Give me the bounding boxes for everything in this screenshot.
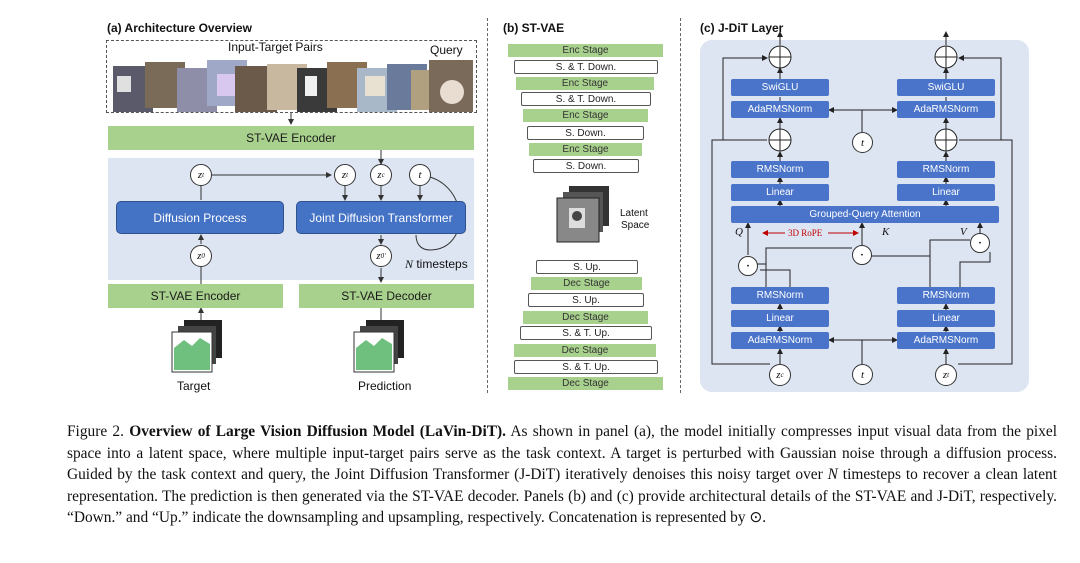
caption-title: Overview of Large Vision Diffusion Model…: [129, 423, 506, 440]
figure-caption: Figure 2. Overview of Large Vision Diffu…: [67, 421, 1057, 529]
vae-row: Enc Stage: [508, 44, 663, 57]
st-vae-encoder-top: ST-VAE Encoder: [108, 126, 474, 150]
prediction-image-stack: [353, 320, 404, 373]
target-label: Target: [177, 379, 211, 393]
vae-row: Dec Stage: [531, 277, 642, 290]
latent-label-1: Latent: [620, 208, 648, 219]
caption-prefix: Figure 2.: [67, 423, 130, 440]
panel-c-title: (c) J-DiT Layer: [700, 21, 784, 35]
linear-left: Linear: [731, 184, 829, 201]
vae-row: S. & T. Down.: [514, 60, 658, 74]
vae-row: Enc Stage: [516, 77, 654, 90]
diffusion-process-box: Diffusion Process: [116, 201, 284, 234]
rmsnorm-left: RMSNorm: [731, 161, 829, 178]
vae-row: S. Up.: [536, 260, 638, 274]
t-bottom-circle: t: [852, 364, 873, 385]
latent-space-cube: [556, 186, 609, 243]
image-frames: [113, 60, 473, 112]
caption-part2: timesteps to recover a clean latent repr…: [67, 466, 1058, 526]
latent-label-2: Space: [621, 220, 650, 231]
joint-diffusion-transformer-box: Joint Diffusion Transformer: [296, 201, 466, 234]
vae-row: Enc Stage: [523, 109, 648, 122]
query-label: Query: [430, 43, 463, 57]
vae-row: Dec Stage: [514, 344, 656, 357]
k-label: K: [882, 226, 890, 238]
linear-right: Linear: [897, 184, 995, 201]
adarmsnorm-low-right: AdaRMSNorm: [897, 332, 995, 349]
q-label: Q: [735, 226, 743, 238]
swiglu-right: SwiGLU: [897, 79, 995, 96]
t-circle: t: [409, 164, 431, 186]
t-mid-circle: t: [852, 132, 873, 153]
rmsnorm-low-right: RMSNorm: [897, 287, 995, 304]
separator-ab: [487, 18, 488, 393]
adarmsnorm-top-left: AdaRMSNorm: [731, 101, 829, 118]
input-pairs-label: Input-Target Pairs: [228, 40, 323, 54]
concat-node-v: ·: [970, 233, 990, 253]
adarmsnorm-low-left: AdaRMSNorm: [731, 332, 829, 349]
vae-row: Dec Stage: [508, 377, 663, 390]
panel-b-title: (b) ST-VAE: [503, 21, 565, 35]
vae-row: Enc Stage: [529, 143, 642, 156]
vae-row: Dec Stage: [523, 311, 648, 324]
panel-a-connectors: [198, 113, 461, 328]
vae-row: S. & T. Down.: [521, 92, 651, 106]
vae-row: S. Down.: [527, 126, 644, 140]
st-vae-decoder-bottom: ST-VAE Decoder: [299, 284, 474, 308]
panel-c-connectors: [711, 31, 1013, 365]
caption-part1: As shown in panel (a), the model initial…: [67, 423, 1058, 483]
input-pairs-region: [106, 40, 477, 113]
rope-label: 3D RoPE: [788, 228, 823, 238]
caption-n: N: [827, 466, 838, 483]
prediction-label: Prediction: [358, 379, 412, 393]
vae-row: S. & T. Up.: [520, 326, 652, 340]
concat-node-k: ·: [852, 245, 872, 265]
rmsnorm-low-left: RMSNorm: [731, 287, 829, 304]
panel-a-title: (a) Architecture Overview: [107, 21, 252, 35]
concat-node-q: ·: [738, 256, 758, 276]
linear-low-right: Linear: [897, 310, 995, 327]
separator-bc: [680, 18, 681, 393]
vae-row: S. & T. Up.: [514, 360, 658, 374]
swiglu-left: SwiGLU: [731, 79, 829, 96]
target-image-stack: [171, 320, 222, 373]
v-label: V: [960, 226, 967, 238]
vae-row: S. Down.: [533, 159, 639, 173]
st-vae-encoder-bottom: ST-VAE Encoder: [108, 284, 283, 308]
grouped-query-attention: Grouped-Query Attention: [731, 206, 999, 223]
input-image-stack: [113, 60, 473, 112]
n-timesteps-label: N timesteps: [405, 257, 468, 271]
adarmsnorm-top-right: AdaRMSNorm: [897, 101, 995, 118]
rmsnorm-right: RMSNorm: [897, 161, 995, 178]
vae-row: S. Up.: [528, 293, 644, 307]
linear-low-left: Linear: [731, 310, 829, 327]
